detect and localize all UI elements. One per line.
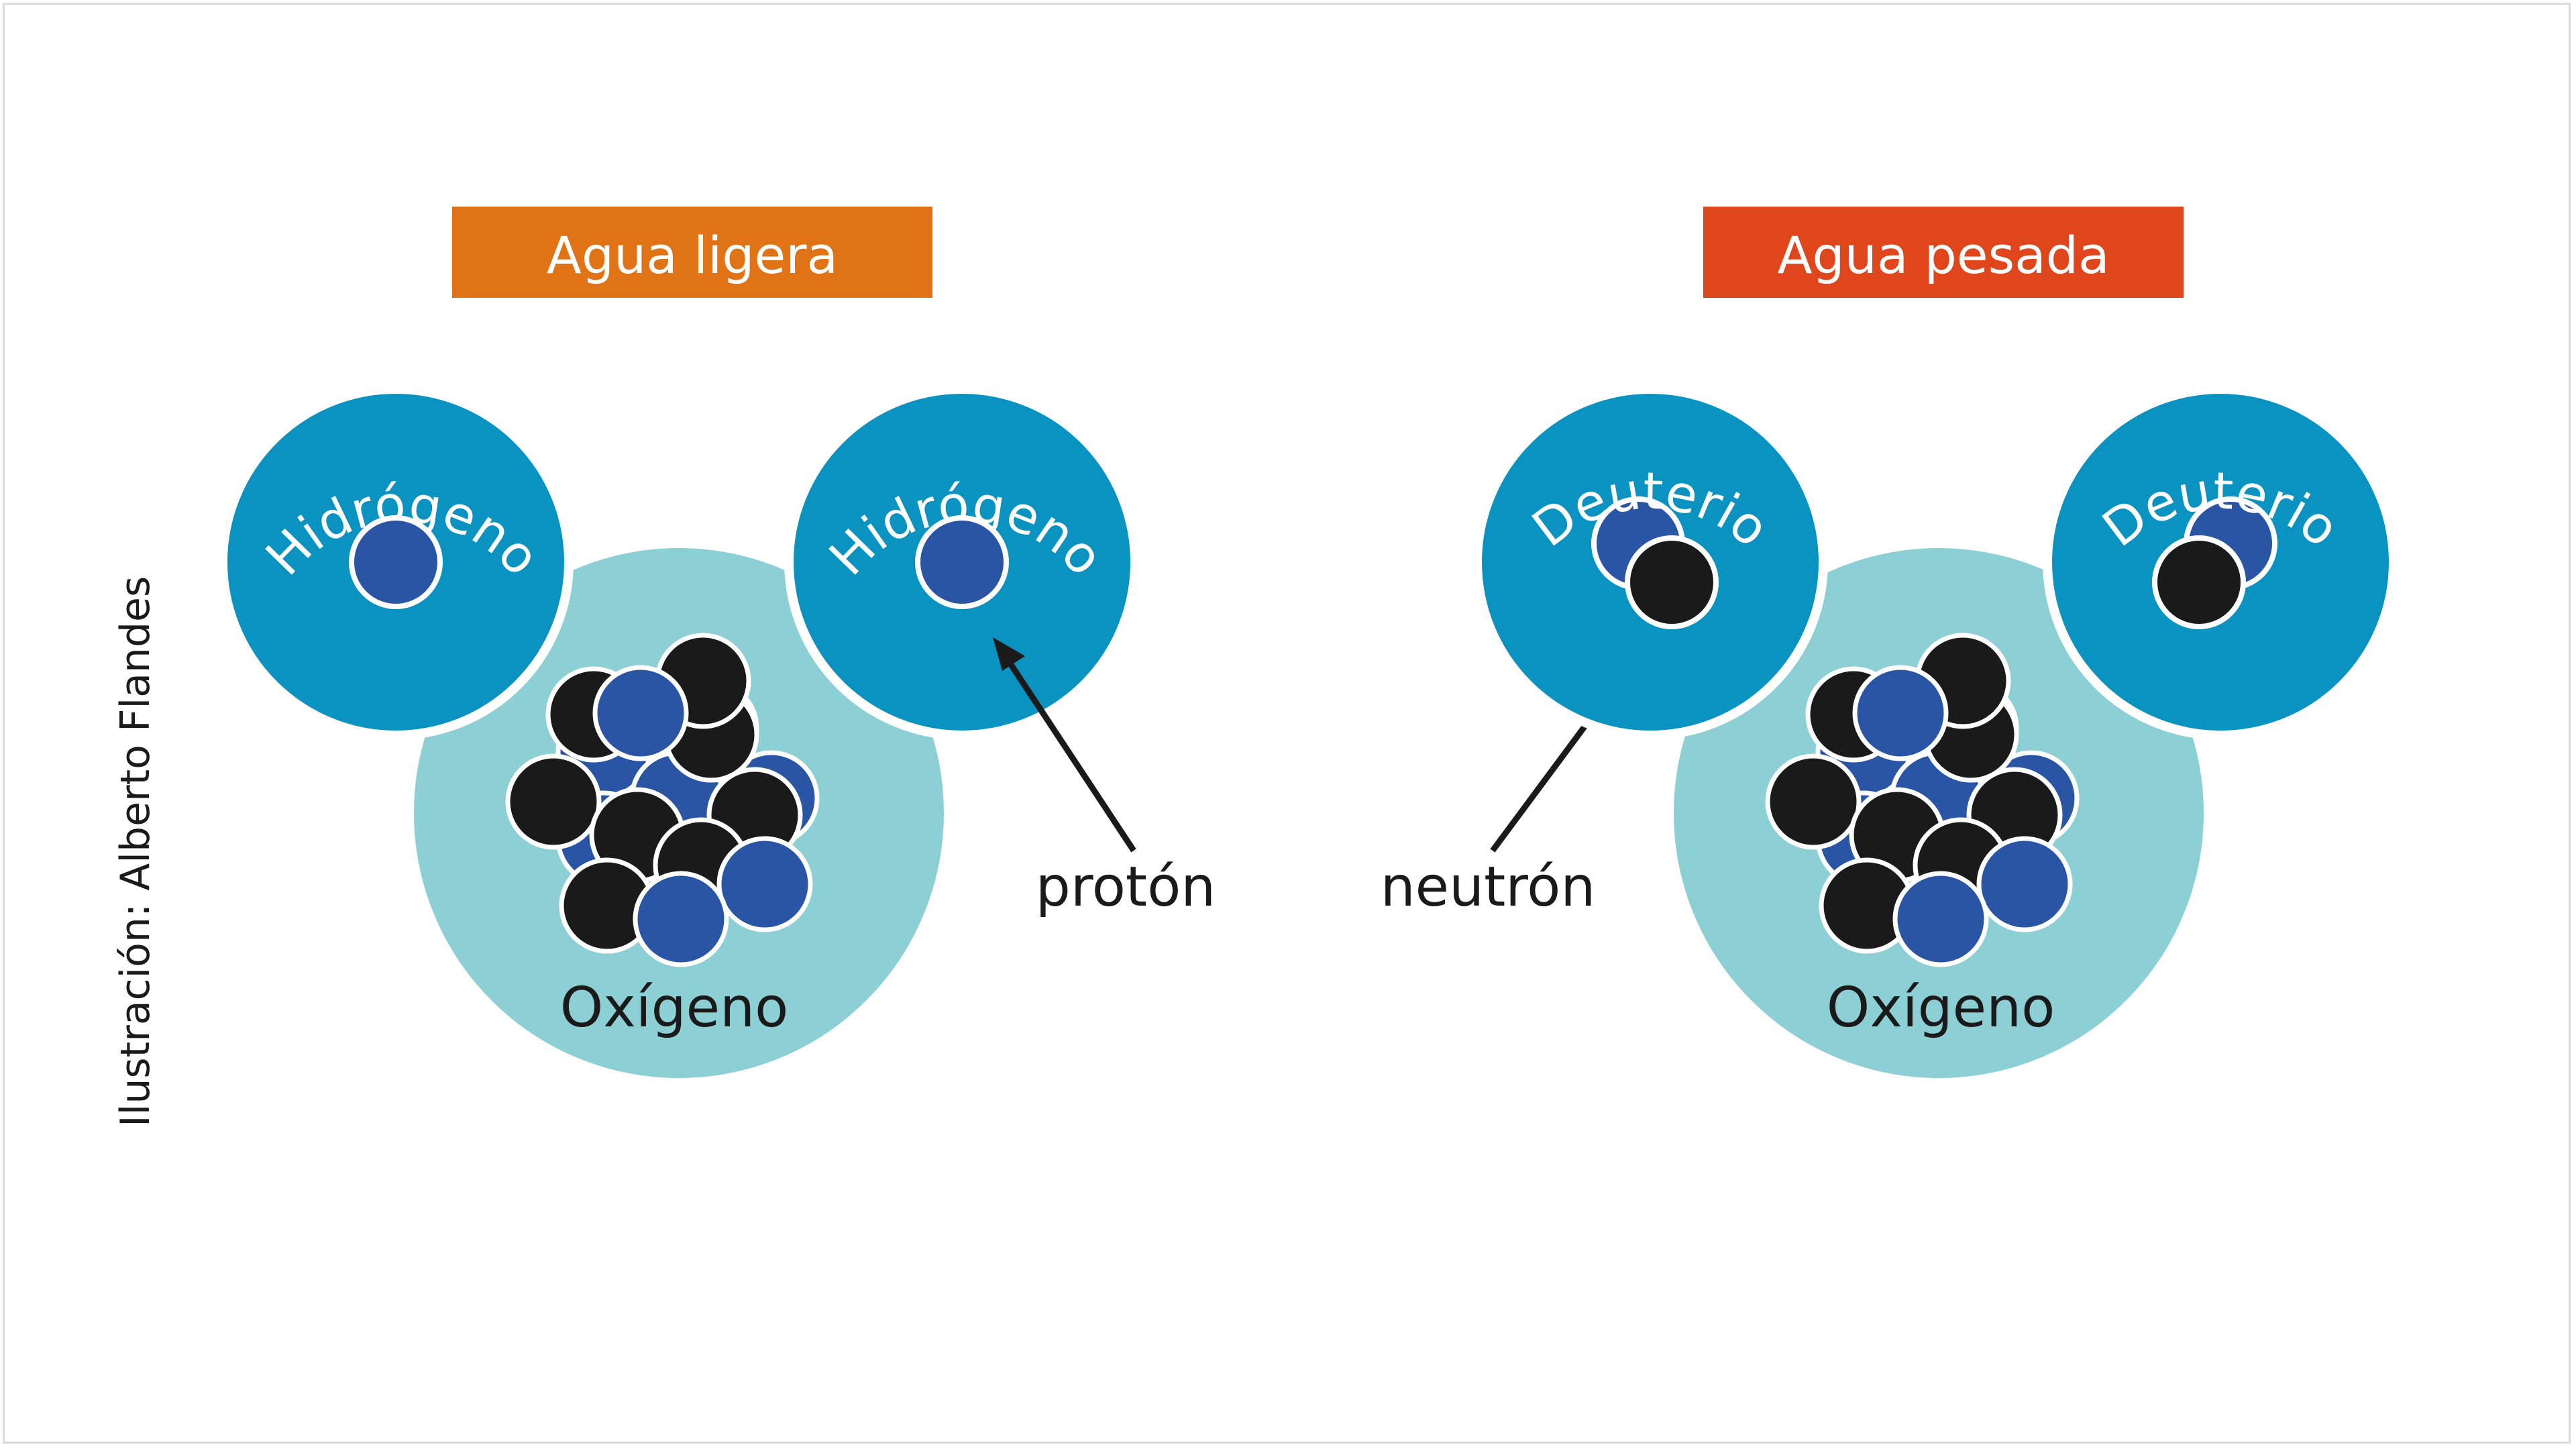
heavy-water-title-box [1703,207,2184,298]
deuterium-left-neutron [1625,535,1719,629]
heavy-oxygen-label: Oxígeno [1827,976,2055,1040]
light-hydrogen-right-proton [915,515,1009,609]
light-hydrogen-left-proton [349,515,443,609]
light-water-group: Agua ligera Hidrógeno Hidrógeno [218,207,1140,1085]
nucleon [1892,871,1989,967]
light-oxygen-nucleus [505,633,820,967]
nucleon [1765,753,1862,850]
nucleon [716,836,813,932]
neutron-label: neutrón [1381,855,1596,919]
image-frame [3,3,2571,1444]
illustration-credit: Ilustración: Alberto Flandes [112,576,159,1127]
nucleon [592,665,689,761]
nucleon [633,871,729,967]
heavy-oxygen-nucleus [1765,633,2080,967]
heavy-water-group: Agua pesada Deuterio Deuterio [1472,207,2398,1085]
proton-arrow [998,646,1136,853]
light-oxygen-label: Oxígeno [560,976,789,1040]
nucleon [505,753,602,850]
nucleon [1852,665,1949,761]
deuterium-right-neutron [2152,535,2246,629]
light-water-title: Agua ligera [547,225,838,285]
nucleon [1976,836,2073,932]
proton-arrowhead [993,637,1025,671]
heavy-water-title: Agua pesada [1777,225,2109,285]
light-water-title-box [452,207,932,298]
proton-label: protón [1036,855,1216,919]
